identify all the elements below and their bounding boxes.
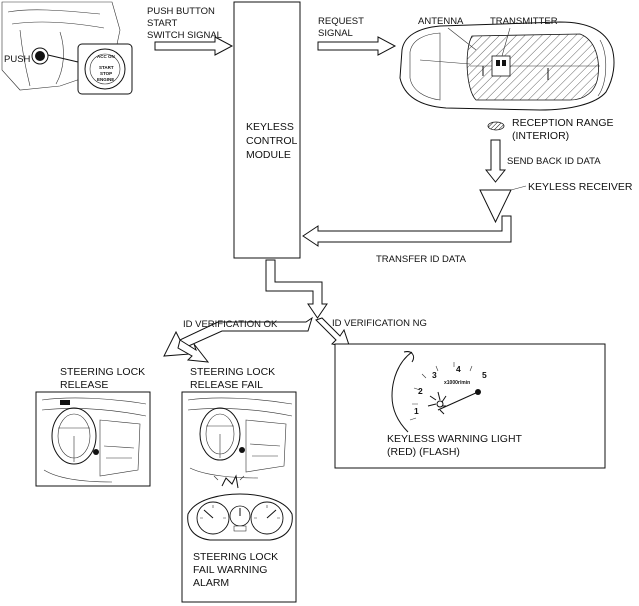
reception-range-line2: (INTERIOR): [512, 130, 569, 142]
button-start-text: START: [99, 65, 114, 70]
steering-release-fail-line2: RELEASE FAIL: [190, 379, 263, 391]
transmitter-label: TRANSMITTER: [490, 16, 558, 27]
push-signal-arrow: [154, 36, 234, 56]
button-on-text: ON: [108, 54, 115, 59]
button-stop-text: STOP: [100, 71, 112, 76]
warning-light-line2: (RED) (FLASH): [387, 446, 460, 458]
keyless-receiver-label: KEYLESS RECEIVER: [528, 181, 633, 193]
button-acc-text: ACC: [97, 54, 107, 59]
steering-fail-alarm-line1: STEERING LOCK: [193, 551, 278, 563]
steering-wheel-illustration-2: [187, 397, 293, 479]
push-signal-line3: SWITCH SIGNAL: [147, 30, 222, 41]
push-label: PUSH: [4, 54, 31, 65]
steering-fail-alarm-line3: ALARM: [193, 577, 229, 589]
keyless-receiver-symbol: [479, 189, 512, 224]
push-signal-line1: PUSH BUTTON: [147, 6, 215, 17]
id-ng-label: ID VERIFICATION NG: [332, 318, 427, 329]
antenna-label: ANTENNA: [418, 16, 464, 27]
tach-tick-1: 1: [414, 406, 419, 416]
tachometer-illustration: 1 2 3 4 5 x1000r/min: [391, 351, 487, 433]
module-line3: MODULE: [246, 149, 291, 161]
tach-tick-5: 5: [482, 370, 487, 380]
push-button-illustration: ACC ON START STOP ENGINE: [1, 1, 133, 95]
tach-tick-3: 3: [432, 370, 437, 380]
steering-release-line2: RELEASE: [60, 379, 108, 391]
warning-light-line1: KEYLESS WARNING LIGHT: [387, 433, 523, 445]
id-ok-label: ID VERIFICATION OK: [183, 319, 278, 330]
module-line1: KEYLESS: [246, 121, 294, 133]
antenna-leader: [447, 27, 477, 51]
instrument-cluster-illustration: [187, 474, 293, 541]
steering-fail-alarm-line2: FAIL WARNING: [193, 564, 267, 576]
transmitter-leader: [501, 27, 511, 57]
module-output-arrow: [265, 259, 328, 319]
module-line2: CONTROL: [246, 135, 297, 147]
tach-unit: x1000r/min: [444, 380, 470, 386]
car-illustration: [399, 21, 615, 111]
transfer-label: TRANSFER ID DATA: [376, 254, 467, 265]
request-signal-line2: SIGNAL: [318, 28, 353, 39]
reception-range-symbol: [487, 121, 505, 131]
keyless-warning-panel: [334, 343, 606, 469]
steering-release-line1: STEERING LOCK: [60, 366, 145, 378]
send-back-label: SEND BACK ID DATA: [507, 156, 601, 167]
branch-ok-arrow: [163, 316, 313, 357]
request-signal-arrow: [317, 36, 397, 56]
tach-tick-4: 4: [456, 364, 461, 374]
keyless-control-module: [233, 1, 301, 259]
reception-range-line1: RECEPTION RANGE: [512, 117, 614, 129]
button-engine-text: ENGINE: [97, 77, 114, 82]
transfer-id-arrow: [302, 215, 512, 247]
steering-wheel-illustration-1: [41, 397, 147, 483]
steering-release-panel: [35, 391, 151, 487]
steering-release-fail-line1: STEERING LOCK: [190, 366, 275, 378]
receiver-leader: [510, 185, 527, 191]
tach-tick-2: 2: [418, 386, 423, 396]
request-signal-line1: REQUEST: [318, 16, 364, 27]
push-signal-line2: START: [147, 18, 177, 29]
branch-release-fail-arrow: [177, 339, 210, 363]
send-back-arrow: [484, 139, 507, 183]
branch-ng-arrow: [315, 317, 351, 349]
